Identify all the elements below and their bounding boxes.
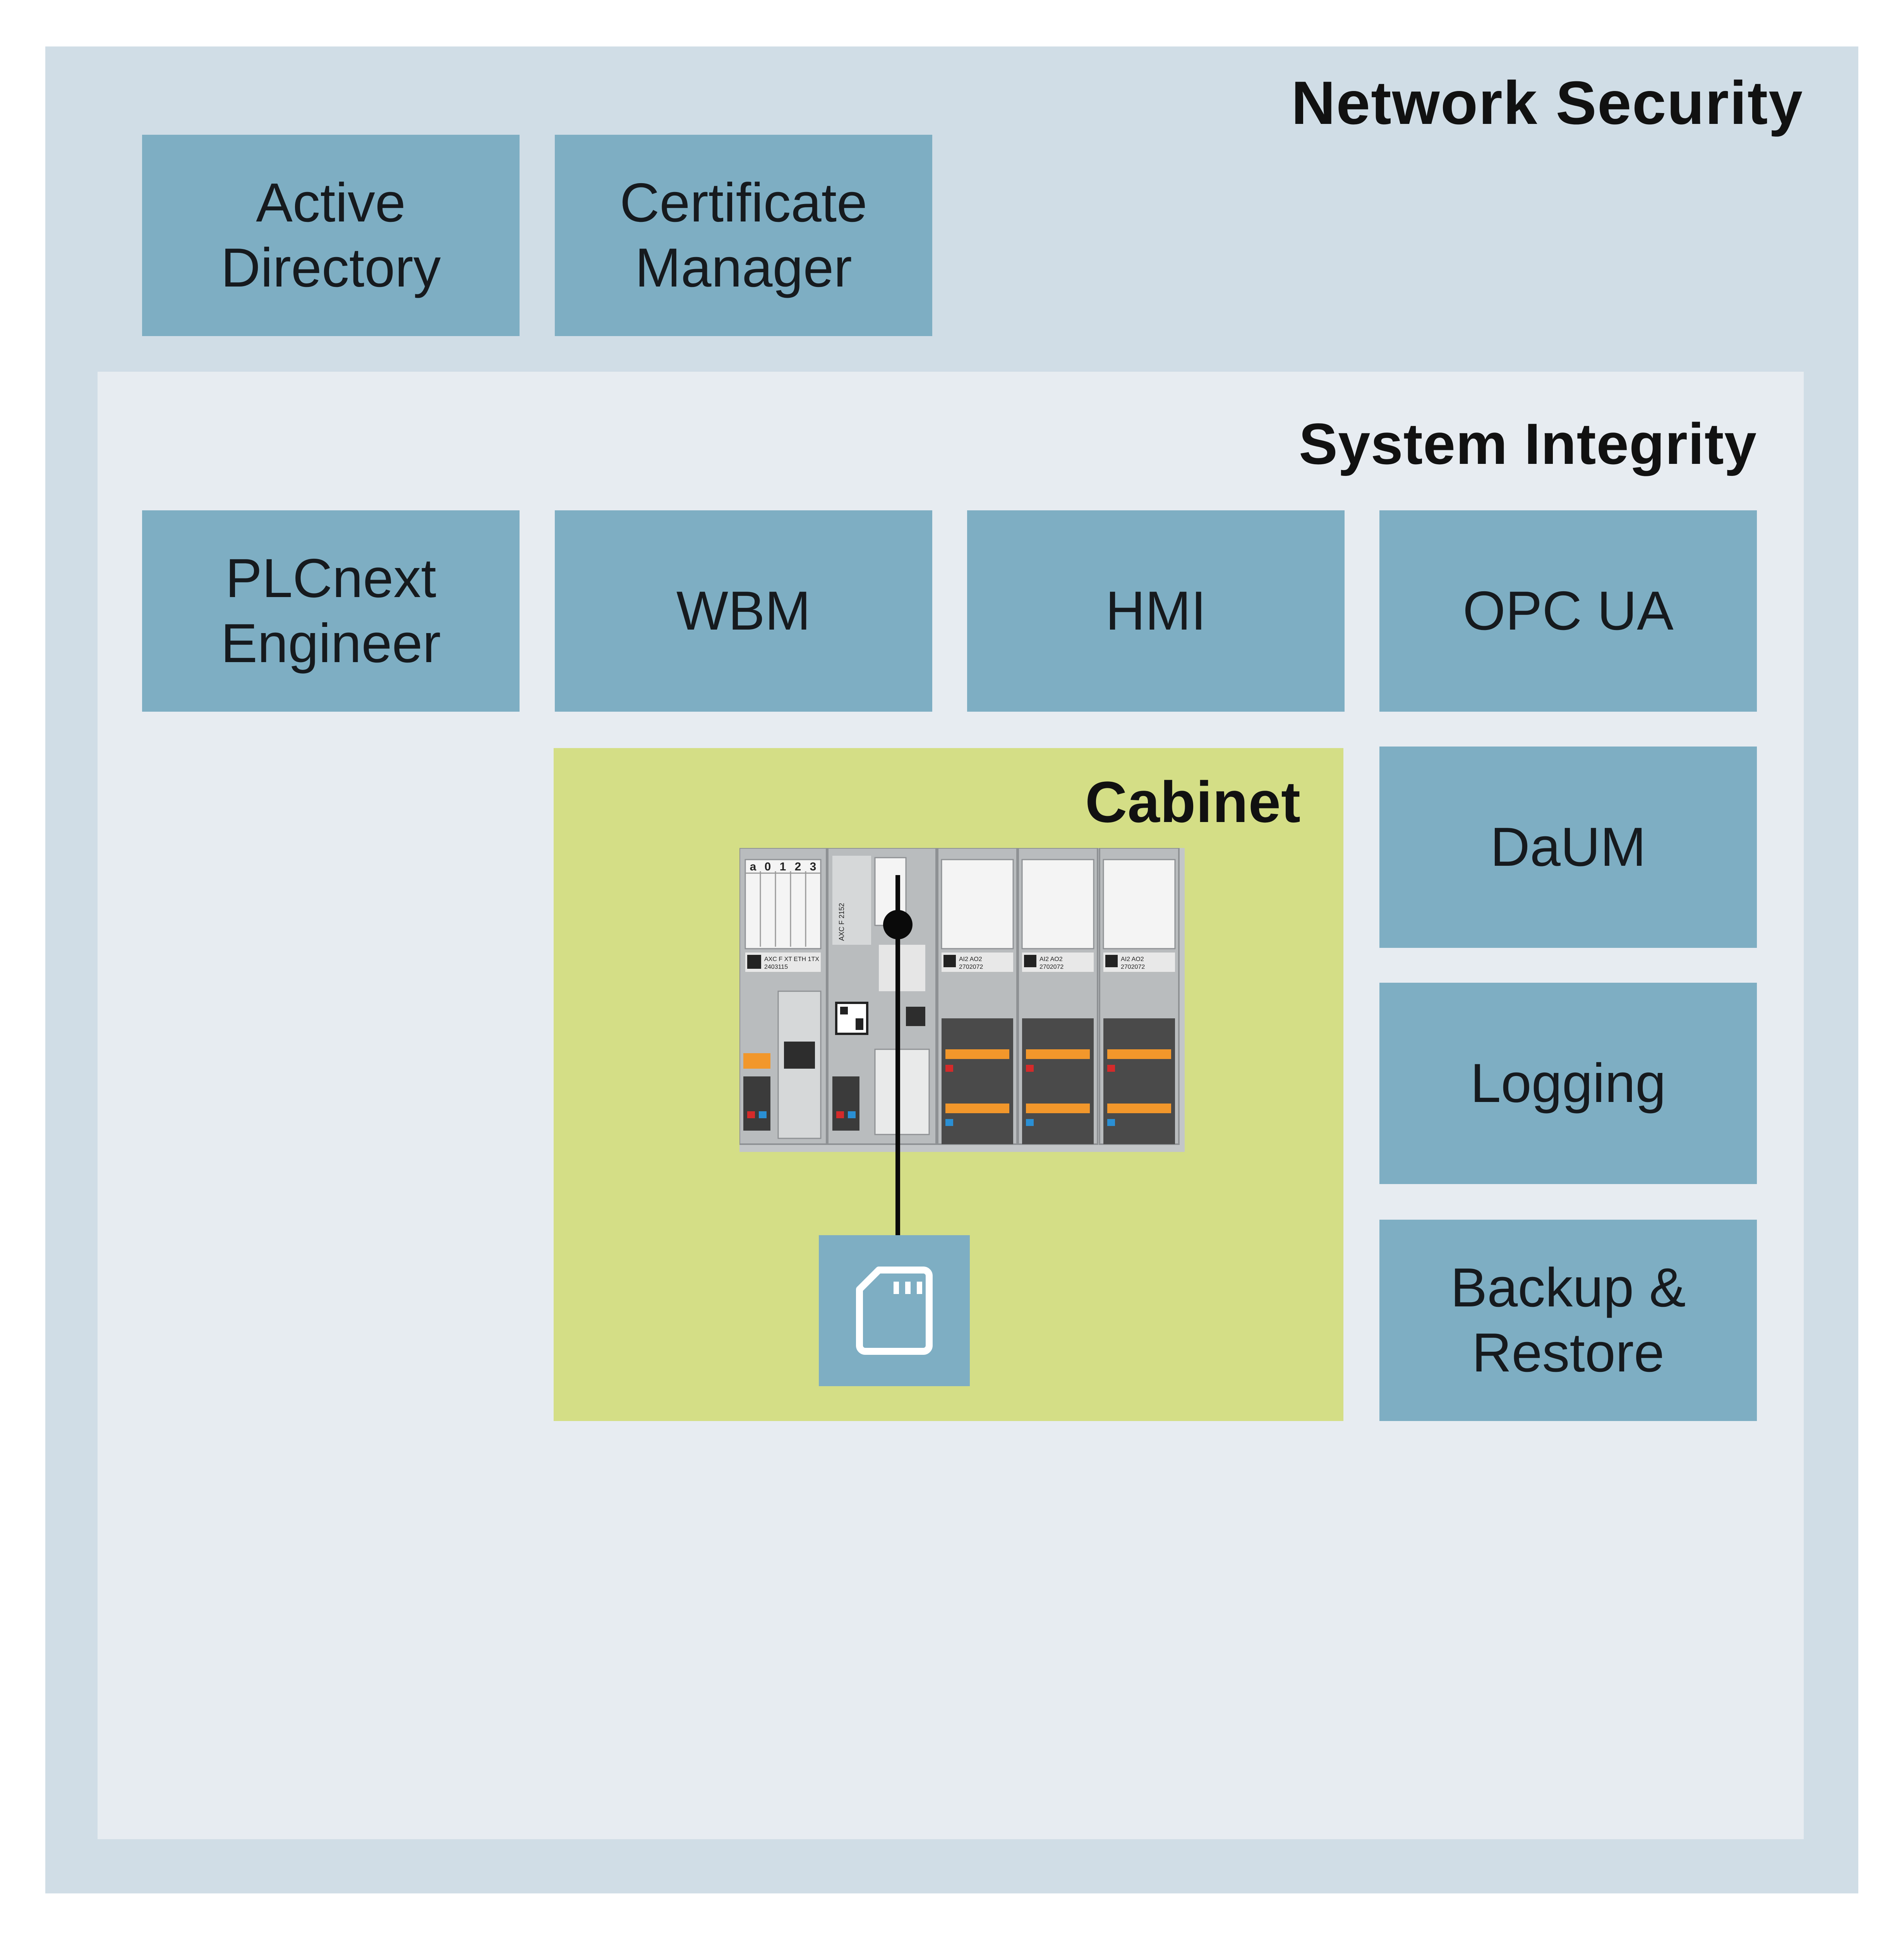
slot-header-3: 3	[810, 860, 816, 873]
certificate-manager-label: Certificate Manager	[619, 172, 868, 299]
network-security-title: Network Security	[1291, 69, 1803, 137]
module-1-name: AXC F XT ETH 1TX	[764, 956, 819, 963]
certificate-manager-box: Certificate Manager	[555, 135, 932, 336]
io-module-3-name: AI2 AO2	[1039, 956, 1063, 963]
io-module-3-icon: AI2 AO2 2702072	[1017, 848, 1098, 1145]
plcnext-engineer-label: PLCnext Engineer	[221, 548, 441, 674]
io-module-2-name: AI2 AO2	[959, 956, 982, 963]
opc-ua-label: OPC UA	[1463, 580, 1674, 642]
backup-restore-label: Backup & Restore	[1450, 1257, 1686, 1383]
wbm-box: WBM	[555, 510, 932, 712]
hmi-box: HMI	[967, 510, 1345, 712]
sd-card-icon	[856, 1267, 933, 1355]
io-module-3-code: 2702072	[1039, 964, 1063, 970]
io-module-2-code: 2702072	[959, 964, 983, 970]
cable-connector-dot	[883, 910, 913, 939]
daum-label: DaUM	[1490, 816, 1646, 878]
daum-box: DaUM	[1379, 747, 1757, 948]
slot-header-2: 2	[795, 860, 801, 873]
controller-module-icon: AXC F 2152	[827, 848, 937, 1145]
connection-cable	[895, 875, 900, 1239]
active-directory-box: Active Directory	[142, 135, 520, 336]
slot-header-0: 0	[765, 860, 771, 873]
controller-name: AXC F 2152	[838, 903, 846, 941]
plcnext-engineer-box: PLCnext Engineer	[142, 510, 520, 712]
io-module-4-name: AI2 AO2	[1121, 956, 1144, 963]
system-integrity-title: System Integrity	[1298, 411, 1757, 476]
logging-label: Logging	[1470, 1052, 1666, 1114]
backup-restore-box: Backup & Restore	[1379, 1220, 1757, 1421]
sd-card-box	[819, 1235, 970, 1386]
io-module-1-icon: a 0 1 2 3 AXC F XT ETH 1TX 2403115	[739, 848, 827, 1145]
io-module-4-icon: AI2 AO2 2702072	[1099, 848, 1180, 1145]
wbm-label: WBM	[676, 580, 811, 642]
cabinet-title: Cabinet	[1085, 769, 1301, 834]
opc-ua-box: OPC UA	[1379, 510, 1757, 712]
slot-header-1: 1	[780, 860, 786, 873]
slot-header-a: a	[750, 860, 756, 873]
module-1-code: 2403115	[764, 964, 788, 970]
active-directory-label: Active Directory	[221, 172, 441, 299]
logging-box: Logging	[1379, 983, 1757, 1184]
hmi-label: HMI	[1105, 580, 1206, 642]
plc-controller-icon: a 0 1 2 3 AXC F XT ETH 1TX 2403115 AXC F…	[739, 848, 1185, 1152]
io-module-2-icon: AI2 AO2 2702072	[937, 848, 1018, 1145]
io-module-4-code: 2702072	[1121, 964, 1145, 970]
